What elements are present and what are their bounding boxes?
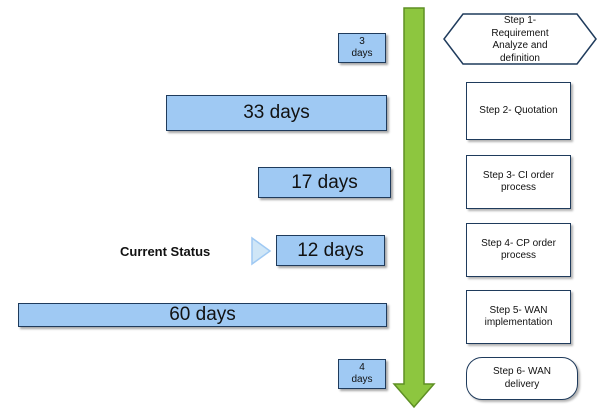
step-5-box: Step 5- WAN implementation [466, 290, 571, 344]
step-3-line-2: process [500, 182, 536, 193]
step-5-line-1: Step 5- WAN [489, 304, 548, 316]
step-6-line-2: delivery [504, 378, 540, 390]
step-1-line-1: Step 1- [503, 15, 537, 26]
duration-step-3-label: 17 days [291, 171, 358, 193]
duration-step-1-unit: days [351, 48, 373, 59]
duration-step-2-label: 33 days [243, 102, 310, 123]
step-1-hexagon [443, 13, 597, 65]
step-6-box: Step 6- WAN delivery [466, 357, 578, 400]
duration-step-6: 4 days [338, 359, 386, 389]
current-status-label: Current Status [120, 244, 211, 259]
step-1-box: Step 1- Requirement Analyze and definiti… [444, 12, 596, 68]
duration-step-6-unit: days [351, 374, 373, 385]
step-5-line-2: implementation [484, 317, 553, 328]
duration-step-1: 3 days [338, 33, 386, 63]
duration-step-6-number: 4 [359, 362, 365, 373]
duration-step-4: 12 days [276, 235, 385, 266]
duration-step-1-number: 3 [359, 36, 365, 47]
step-3-box: Step 3- CI order process [466, 155, 571, 209]
step-2-label: Step 2- Quotation [479, 104, 558, 116]
duration-step-2: 33 days [166, 95, 387, 131]
step-1-line-2: Requirement [491, 27, 549, 39]
duration-step-5: 60 days [18, 303, 387, 327]
step-1-line-3: Analyze and [492, 40, 548, 51]
timeline-arrow [392, 7, 436, 409]
current-status-pointer [251, 236, 272, 266]
step-6-line-1: Step 6- WAN [493, 366, 551, 377]
duration-step-3: 17 days [258, 167, 391, 198]
step-1-line-4: definition [499, 52, 540, 64]
step-4-box: Step 4- CP order process [466, 223, 571, 277]
duration-step-5-label: 60 days [169, 304, 236, 325]
step-4-line-2: process [500, 250, 536, 261]
duration-step-4-label: 12 days [297, 239, 364, 261]
step-4-line-1: Step 4- CP order [481, 237, 556, 249]
step-2-box: Step 2- Quotation [466, 82, 571, 140]
step-3-line-1: Step 3- CI order [482, 169, 555, 181]
